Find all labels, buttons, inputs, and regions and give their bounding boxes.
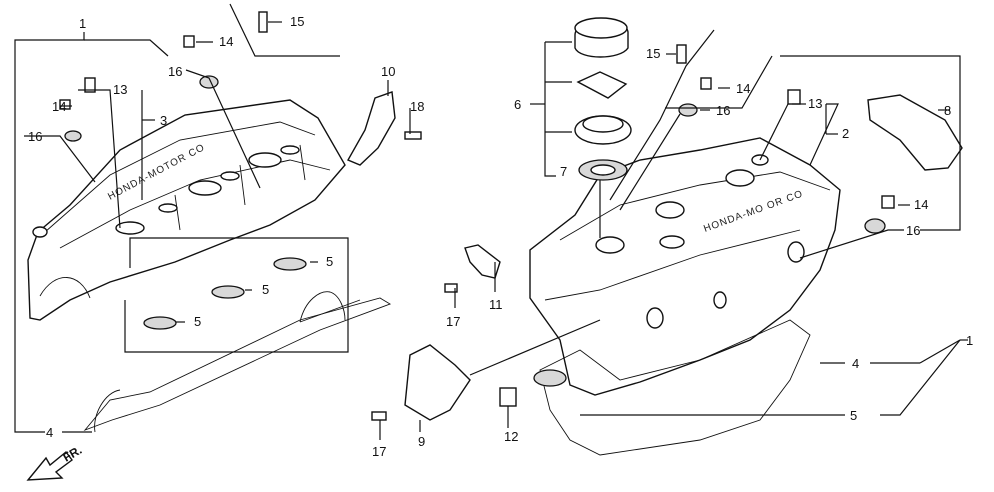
left-valve-cover: HONDA-MOTOR CO xyxy=(27,99,346,321)
seal-left-upper xyxy=(273,257,307,271)
callout-17-lower: 17 xyxy=(372,444,386,459)
bolt-18 xyxy=(404,131,422,140)
washer-16-upper xyxy=(199,75,219,89)
callout-3: 3 xyxy=(160,113,167,128)
bolt-17-lower xyxy=(371,411,387,421)
callout-11: 11 xyxy=(489,297,503,312)
callout-2: 2 xyxy=(842,126,849,141)
plug-13-right xyxy=(787,89,801,105)
callout-18: 18 xyxy=(410,99,424,114)
callout-16-upper: 16 xyxy=(168,64,182,79)
callout-15-top: 15 xyxy=(290,14,304,29)
bolt-15-top xyxy=(258,11,268,33)
clip-12 xyxy=(499,387,517,407)
callout-12: 12 xyxy=(504,429,518,444)
callout-16-left: 16 xyxy=(28,129,42,144)
seal-left-lower xyxy=(143,316,177,330)
seal-left-mid xyxy=(211,285,245,299)
callout-16-right: 16 xyxy=(906,223,920,238)
right-gasket xyxy=(539,319,811,456)
bolt-17-upper xyxy=(444,283,458,293)
callout-4-right: 4 xyxy=(852,356,859,371)
bolt-15-mid xyxy=(676,44,687,64)
nut-14-mid xyxy=(700,77,712,90)
callout-4-left: 4 xyxy=(46,425,53,440)
callout-14-right: 14 xyxy=(914,197,928,212)
callout-16-mid: 16 xyxy=(716,103,730,118)
oil-filler-cap xyxy=(574,17,632,145)
washer-16-left xyxy=(64,130,82,142)
nut-14-right xyxy=(881,195,895,209)
callout-14-mid: 14 xyxy=(736,81,750,96)
callout-7: 7 xyxy=(560,164,567,179)
callout-1-right: 1 xyxy=(966,333,973,348)
callout-5-right: 5 xyxy=(850,408,857,423)
callout-13-left: 13 xyxy=(113,82,127,97)
callout-5-b: 5 xyxy=(262,282,269,297)
seal-right xyxy=(533,369,567,387)
callout-14-left: 14 xyxy=(52,99,66,114)
bracket-10 xyxy=(347,91,396,166)
callout-5-a: 5 xyxy=(326,254,333,269)
left-gasket xyxy=(83,291,392,433)
callout-13-right: 13 xyxy=(808,96,822,111)
front-direction-arrow-icon xyxy=(26,450,73,481)
nut-14-left xyxy=(59,99,71,110)
callout-8: 8 xyxy=(944,103,951,118)
washer-16-right xyxy=(864,218,886,234)
callout-5-c: 5 xyxy=(194,314,201,329)
callout-1-left: 1 xyxy=(79,16,86,31)
plug-13-left xyxy=(84,77,96,93)
right-valve-cover: HONDA-MO OR CO xyxy=(529,137,841,396)
leader-lines xyxy=(14,3,968,440)
callout-17-upper: 17 xyxy=(446,314,460,329)
callout-9: 9 xyxy=(418,434,425,449)
breather-8 xyxy=(867,94,963,171)
bracket-9 xyxy=(404,344,471,421)
nut-14-top xyxy=(183,35,195,48)
callout-6: 6 xyxy=(514,97,521,112)
callout-15-mid: 15 xyxy=(646,46,660,61)
callout-14-top: 14 xyxy=(219,34,233,49)
washer-16-mid xyxy=(678,103,698,117)
callout-10: 10 xyxy=(381,64,395,79)
